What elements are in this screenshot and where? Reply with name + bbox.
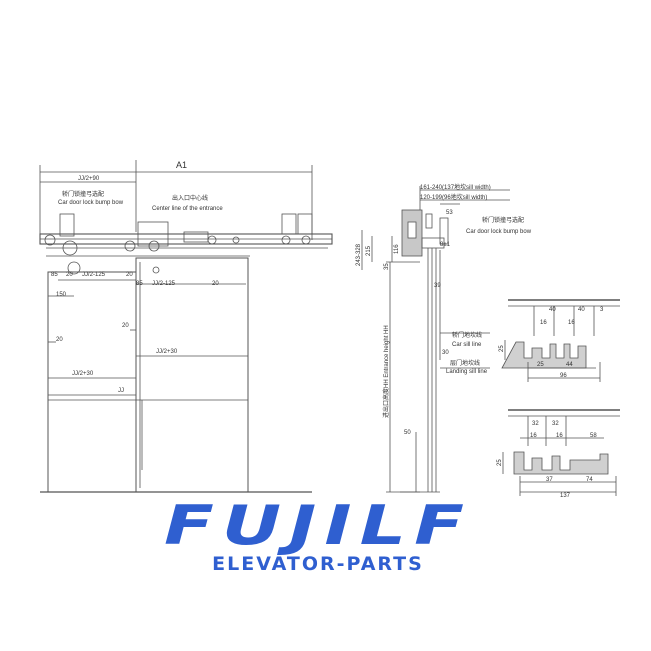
car-door-lock-label-en: Car door lock bump bow [58,200,124,206]
sill137-dim-32-left: 32 [532,421,539,427]
dim-53: 53 [446,210,453,216]
dim-50: 50 [404,430,411,436]
sill-width-120: 120-199(96地坎sill width) [420,193,487,201]
sill137-dim-16-left: 16 [530,433,537,439]
dim-30: 30 [442,350,449,356]
sill-profile-137 [502,409,620,496]
dim-half-jj-plus-30-left: JJ/2+30 [72,371,94,377]
landing-sill-line-en: Landing sill line [446,369,488,375]
dim-35: 35 [384,263,390,270]
car-door-lock-side-cn: 轿门锁撞弓选配 [482,216,524,224]
car-door-lock-side-en: Car door lock bump bow [466,229,532,235]
width-label: A1 [176,160,187,170]
dim-8-pm-1: 8±1 [440,242,451,248]
dim-half-jj-plus-30-right: JJ/2+30 [156,349,178,355]
sill96-dim-16-left: 16 [540,320,547,326]
landing-sill-line-cn: 层门地坎线 [450,359,480,367]
center-line-label-en: Center line of the entrance [152,206,223,212]
dim-half-jj-plus-90: JJ/2+90 [78,176,100,182]
entrance-height-label: 进出口高度HH Entrance height HH [382,325,390,418]
front-view [39,160,333,493]
sill96-dim-16-right: 16 [568,320,575,326]
car-sill-line-en: Car sill line [452,342,482,348]
dim-20-mid: 20 [122,323,129,329]
dim-85-left: 85 [51,272,58,278]
dim-85-center: 85 [136,281,143,287]
dim-150: 150 [56,292,67,298]
sill137-dim-74: 74 [586,477,593,483]
brand-tagline: ELEVATOR-PARTS [212,553,424,575]
sill137-dim-58: 58 [590,433,597,439]
sill137-dim-137: 137 [560,493,571,499]
sill96-dim-3: 3 [600,307,604,313]
dim-39: 39 [434,283,441,289]
dim-half-jj-minus-125-right: JJ/2-125 [152,281,176,287]
center-line-label-cn: 出入口中心线 [172,194,208,202]
dim-half-jj-minus-125-left: JJ/2-125 [82,272,106,278]
dim-jj: JJ [118,388,124,394]
dim-20-left: 20 [66,272,73,278]
car-sill-line-cn: 轿门地坎线 [452,331,482,339]
sill96-dim-25: 25 [537,362,544,368]
car-door-lock-label-cn: 轿门锁撞弓选配 [62,190,104,198]
sill137-dim-37: 37 [546,477,553,483]
sill-profile-96 [501,299,620,382]
dim-116: 116 [394,244,400,254]
brand-logo: FUJILF [163,494,473,557]
sill137-dim-32-right: 32 [552,421,559,427]
sill96-dim-40-right: 40 [578,307,585,313]
sill96-dim-44: 44 [566,362,573,368]
dim-20-lower: 20 [56,337,63,343]
dim-20-right: 20 [212,281,219,287]
dim-20-center: 20 [126,272,133,278]
dim-215: 215 [366,245,372,256]
sill96-dim-25-vertical: 25 [499,345,505,352]
dim-243: 243-328 [356,243,362,266]
sill96-dim-96: 96 [560,373,567,379]
sill137-dim-16-right: 16 [556,433,563,439]
sill-width-161: 161-240(137地坎sill width) [420,183,491,191]
side-view [361,186,510,493]
sill137-dim-25-vertical: 25 [497,459,503,466]
sill96-dim-40-left: 40 [549,307,556,313]
